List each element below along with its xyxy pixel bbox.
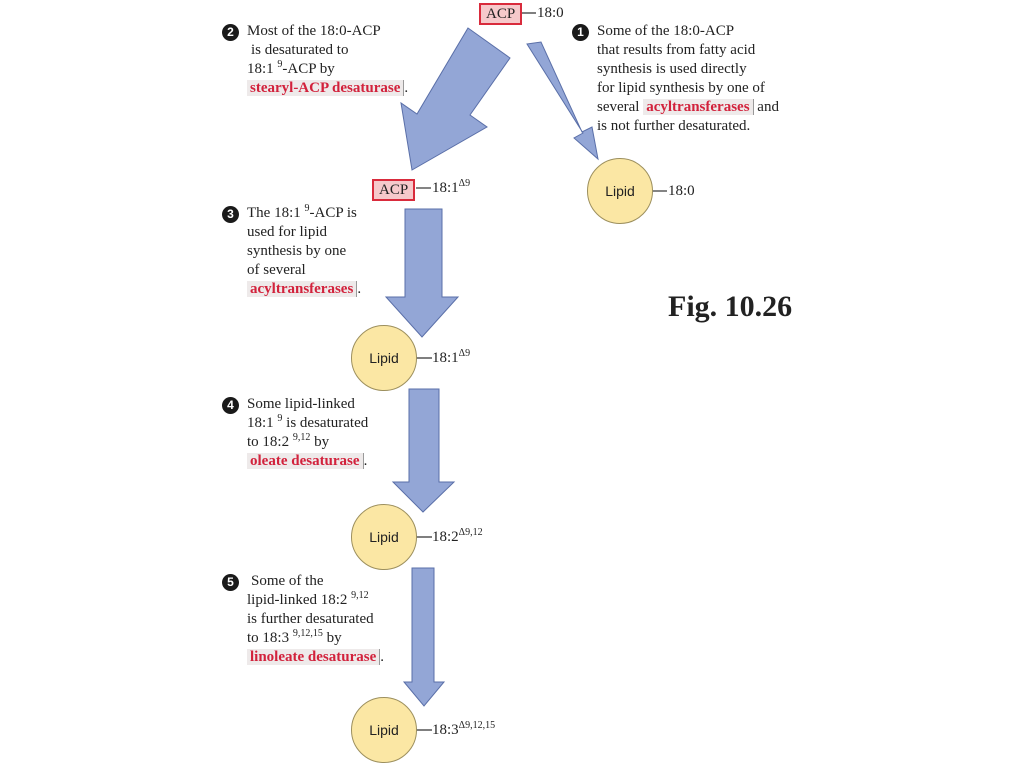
step3-line1: The 18:1 9-ACP is <box>247 203 357 222</box>
step4-line2: 18:1 9 is desaturated <box>247 413 369 432</box>
step5-text: 5 Some of the lipid-linked 18:2 9,12 is … <box>222 572 384 667</box>
lipid-chain-183: 18:3Δ9,12,15 <box>432 720 496 739</box>
step4-number-badge: 4 <box>222 397 239 414</box>
step4-text: 4 Some lipid-linked 18:1 9 is desaturate… <box>222 395 368 471</box>
enzyme-linoleate-desaturase: linoleate desaturase <box>247 649 381 665</box>
arrow-to-lipid-3 <box>402 567 446 707</box>
step2-enzyme-line: stearyl-ACP desaturase. <box>247 79 408 98</box>
step1-line4: for lipid synthesis by one of <box>597 80 765 96</box>
lipid-circle-180: Lipid <box>587 158 653 224</box>
step5-line1: Some of the <box>251 573 324 589</box>
step3-text: 3 The 18:1 9-ACP is used for lipid synth… <box>222 204 361 299</box>
lipid-chain-180: 18:0 <box>668 183 695 199</box>
step5-line4: to 18:3 9,12,15 by <box>247 628 342 647</box>
lipid-circle-182: Lipid <box>351 504 417 570</box>
step1-line2: that results from fatty acid <box>597 42 756 58</box>
step3-enzyme-line: acyltransferases. <box>247 280 361 299</box>
step5-number-badge: 5 <box>222 574 239 591</box>
lipid-label: Lipid <box>369 350 399 366</box>
step1-line3: synthesis is used directly <box>597 61 747 77</box>
lipid-chain-181: 18:1Δ9 <box>432 348 471 367</box>
step5-enzyme-line: linoleate desaturase. <box>247 648 384 667</box>
chain-top: 18:0 <box>537 5 564 21</box>
acp-label: ACP <box>486 6 516 22</box>
arrow-direct-lipid <box>526 41 599 161</box>
step1-line6: is not further desaturated. <box>597 118 751 134</box>
lipid-circle-181: Lipid <box>351 325 417 391</box>
arrow-desaturation-1 <box>400 27 511 171</box>
enzyme-oleate-desaturase: oleate desaturase <box>247 453 364 469</box>
step1-line5: several acyltransferases and <box>597 99 779 115</box>
step2-number-badge: 2 <box>222 24 239 41</box>
enzyme-stearyl-acp-desaturase: stearyl-ACP desaturase <box>247 80 405 96</box>
step5-line3: is further desaturated <box>247 611 374 627</box>
chain-mid: 18:1Δ9 <box>432 178 471 197</box>
step2-text: 2 Most of the 18:0-ACP is desaturated to… <box>222 22 408 98</box>
lipid-label: Lipid <box>369 529 399 545</box>
step4-line1: Some lipid-linked <box>247 396 355 412</box>
acp-box-mid: ACP <box>372 179 416 201</box>
enzyme-acyltransferases-1: acyltransferases <box>643 99 754 115</box>
step3-line4: of several <box>247 262 306 278</box>
lipid-label: Lipid <box>605 183 635 199</box>
step2-line1: Most of the 18:0-ACP <box>247 23 381 39</box>
step3-line3: synthesis by one <box>247 243 347 259</box>
acp-box-top: ACP <box>479 3 523 25</box>
step1-line1: Some of the 18:0-ACP <box>597 23 735 39</box>
step4-line3: to 18:2 9,12 by <box>247 432 330 451</box>
step2-line2: is desaturated to <box>251 42 349 58</box>
lipid-circle-183: Lipid <box>351 697 417 763</box>
acp-label: ACP <box>379 182 409 198</box>
arrow-to-lipid-1 <box>384 208 460 338</box>
step2-line3: 18:1 9-ACP by <box>247 59 335 78</box>
step3-number-badge: 3 <box>222 206 239 223</box>
step3-line2: used for lipid <box>247 224 327 240</box>
arrow-to-lipid-2 <box>391 388 456 513</box>
step4-enzyme-line: oleate desaturase. <box>247 452 368 471</box>
lipid-label: Lipid <box>369 722 399 738</box>
step1-number-badge: 1 <box>572 24 589 41</box>
figure-label: Fig. 10.26 <box>668 290 793 323</box>
step1-text: 1 Some of the 18:0-ACP that results from… <box>572 22 779 136</box>
lipid-chain-182: 18:2Δ9,12 <box>432 527 483 546</box>
step5-line2: lipid-linked 18:2 9,12 <box>247 590 369 609</box>
enzyme-acyltransferases-2: acyltransferases <box>247 281 358 297</box>
